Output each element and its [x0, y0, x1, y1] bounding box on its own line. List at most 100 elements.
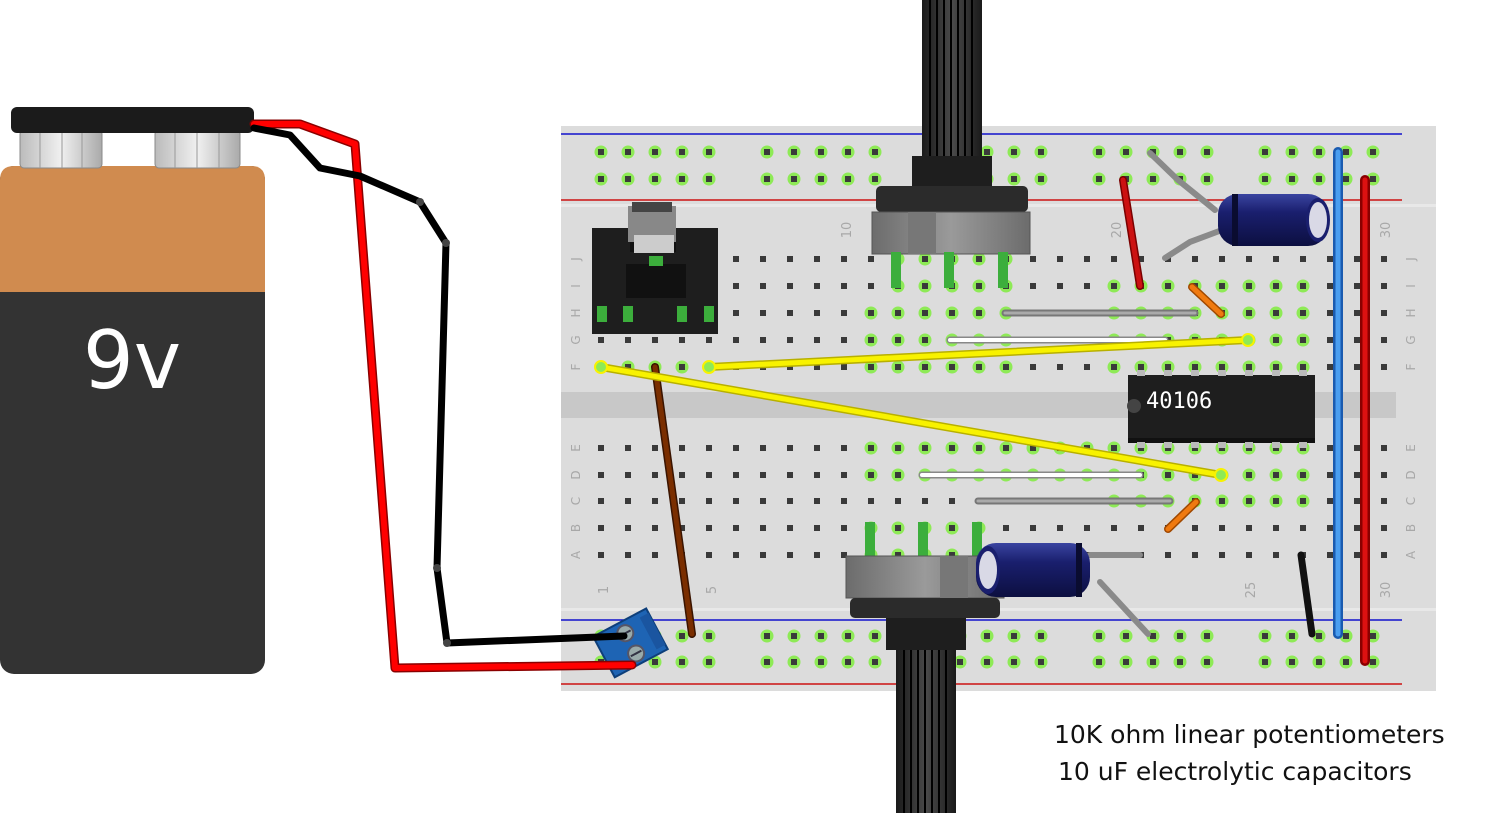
breadboard-hole [1327, 337, 1333, 343]
breadboard-hole [864, 360, 878, 374]
breadboard-hole [841, 498, 847, 504]
breadboard-hole [1084, 256, 1090, 262]
breadboard-hole [648, 172, 662, 186]
breadboard-hole [1300, 256, 1306, 262]
breadboard-hole [675, 629, 689, 643]
battery-snap-terminals [19, 129, 241, 169]
row-letter: H [1404, 308, 1418, 317]
short-black-jumper [1297, 551, 1316, 638]
breadboard-hole [864, 468, 878, 482]
breadboard-hole [1107, 279, 1121, 293]
breadboard-hole [594, 145, 608, 159]
breadboard-hole [760, 525, 766, 531]
breadboard-hole [675, 172, 689, 186]
row-letter: H [569, 308, 583, 317]
breadboard-hole [1327, 256, 1333, 262]
breadboard-hole [1192, 525, 1198, 531]
breadboard-hole [625, 337, 631, 343]
breadboard-hole [760, 256, 766, 262]
breadboard-hole [841, 655, 855, 669]
breadboard-hole [1007, 172, 1021, 186]
breadboard-hole [1092, 655, 1106, 669]
breadboard-hole [895, 498, 901, 504]
top-potentiometer-shaft [912, 0, 992, 216]
breadboard-hole [652, 525, 658, 531]
breadboard-hole [1258, 655, 1272, 669]
breadboard-hole [1057, 364, 1063, 370]
breadboard-hole [598, 445, 604, 451]
breadboard-hole [1007, 145, 1021, 159]
breadboard-hole [1354, 525, 1360, 531]
breadboard-hole [1312, 172, 1326, 186]
note-potentiometers: 10K ohm linear potentiometers [1054, 720, 1445, 749]
breadboard-hole [868, 172, 882, 186]
row-letter: E [1404, 444, 1418, 452]
breadboard-hole [706, 552, 712, 558]
breadboard-hole [945, 306, 959, 320]
breadboard-hole [760, 655, 774, 669]
breadboard-hole [1034, 655, 1048, 669]
breadboard-hole [1173, 145, 1187, 159]
breadboard-hole [918, 441, 932, 455]
breadboard-hole [1242, 468, 1256, 482]
audio-jack [592, 202, 718, 334]
breadboard-hole [918, 252, 932, 266]
breadboard-hole [733, 498, 739, 504]
breadboard-hole [841, 629, 855, 643]
breadboard-hole [1381, 445, 1387, 451]
top-electrolytic-capacitor [1218, 194, 1330, 246]
battery-body [0, 166, 265, 674]
breadboard-hole [814, 552, 820, 558]
yellow-jumper-wires [594, 333, 1255, 482]
breadboard-hole [1003, 525, 1009, 531]
breadboard-hole [1381, 364, 1387, 370]
battery-black-wire [250, 124, 628, 647]
breadboard-hole [972, 441, 986, 455]
breadboard-hole [733, 256, 739, 262]
breadboard-hole [652, 472, 658, 478]
breadboard-hole [918, 333, 932, 347]
breadboard-hole [1192, 256, 1198, 262]
breadboard-hole [760, 145, 774, 159]
breadboard-hole [1057, 256, 1063, 262]
note-capacitors: 10 uF electrolytic capacitors [1058, 757, 1412, 786]
row-letter: F [1404, 363, 1418, 370]
row-letter: D [569, 470, 583, 479]
breadboard-hole [1161, 279, 1175, 293]
breadboard-hole [1173, 655, 1187, 669]
breadboard-hole [814, 445, 820, 451]
breadboard-hole [1327, 552, 1333, 558]
breadboard-hole [1161, 468, 1175, 482]
breadboard-hole [841, 172, 855, 186]
column-number: 20 [1110, 222, 1125, 239]
breadboard-hole [760, 172, 774, 186]
breadboard-hole [972, 360, 986, 374]
breadboard-hole [1111, 256, 1117, 262]
breadboard-hole [1366, 145, 1380, 159]
breadboard-hole [733, 445, 739, 451]
breadboard-hole [598, 472, 604, 478]
breadboard-hole [1034, 172, 1048, 186]
breadboard-hole [1084, 525, 1090, 531]
breadboard-hole [1285, 172, 1299, 186]
breadboard-hole [1354, 445, 1360, 451]
row-letter: E [569, 444, 583, 452]
breadboard-hole [648, 655, 662, 669]
breadboard-hole [679, 498, 685, 504]
breadboard-hole [1219, 256, 1225, 262]
breadboard-hole [594, 172, 608, 186]
column-number: 25 [1244, 582, 1259, 599]
breadboard-hole [1246, 525, 1252, 531]
breadboard-hole [1327, 445, 1333, 451]
breadboard-hole [1111, 525, 1117, 531]
breadboard-hole [787, 525, 793, 531]
breadboard-hole [787, 364, 793, 370]
breadboard-hole [945, 360, 959, 374]
row-letter: A [569, 550, 583, 559]
breadboard-hole [1354, 256, 1360, 262]
breadboard-hole [1119, 655, 1133, 669]
breadboard-hole [841, 310, 847, 316]
row-letter: G [569, 335, 583, 344]
breadboard-hole [1200, 145, 1214, 159]
